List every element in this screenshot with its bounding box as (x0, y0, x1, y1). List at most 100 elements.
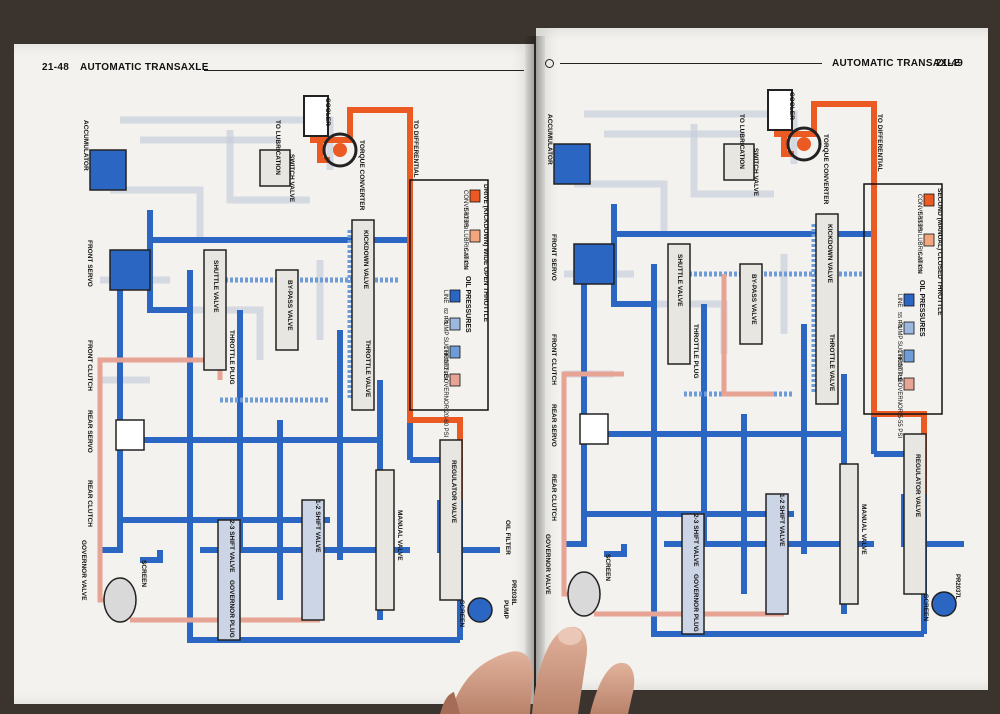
ghost-passage (574, 180, 668, 234)
accumulator-label: ACCUMULATOR (546, 114, 553, 165)
figure-id-label: PR2037L (954, 574, 960, 600)
governor-plug-label: GOVERNOR PLUG (692, 574, 699, 632)
legend-row-name: THROTTLE (896, 350, 902, 382)
front-servo-label: FRONT SERVO (550, 234, 557, 281)
line-pressure-passage (187, 270, 460, 643)
switch-valve-label: SWITCH VALVE (288, 154, 295, 203)
legend-swatch (923, 233, 935, 247)
2-3-shift-valve-body (681, 513, 705, 635)
throttle-plug-label: THROTTLE PLUG (228, 330, 235, 385)
regulator-valve-label: REGULATOR VALVE (450, 460, 457, 524)
left-section-title: AUTOMATIC TRANSAXLE (80, 62, 209, 73)
legend-row-value: 0 PSI (896, 368, 902, 382)
shuttle-valve-body (667, 243, 691, 365)
rear-servo-label: REAR SERVO (86, 410, 93, 453)
accumulator-body (553, 143, 591, 185)
torque-converter-core (797, 137, 811, 151)
manual-valve-label: MANUAL VALVE (396, 510, 403, 561)
shuttle-valve-label: SHUTTLE VALVE (676, 254, 683, 307)
legend-title: OIL PRESSURES (464, 276, 471, 333)
governor-valve-body (103, 577, 137, 623)
ghost-passage (110, 186, 204, 240)
screen-bottom-label: SCREEN (458, 600, 465, 627)
manual-valve-body (375, 469, 395, 611)
pump-label: PUMP (502, 600, 509, 619)
regulator-valve-body (903, 433, 927, 595)
shuttle-valve-body (203, 249, 227, 371)
throttle-plug-label: THROTTLE PLUG (692, 324, 699, 379)
shift-1-2-label: 1-2 SHIFT VALVE (778, 494, 785, 547)
front-servo-label: FRONT SERVO (86, 240, 93, 287)
throttle-valve-label: THROTTLE VALVE (828, 334, 835, 392)
to-differential-label: TO DIFFERENTIAL (876, 114, 883, 172)
legend-swatch (903, 377, 915, 391)
line-pressure-passage (611, 234, 654, 307)
left-page-number: 21-48 (42, 62, 70, 73)
left-header-rule (204, 70, 524, 71)
governor-plug-label: GOVERNOR PLUG (228, 580, 235, 638)
1-2-shift-valve-body (765, 493, 789, 615)
rear-servo-body (579, 413, 609, 445)
ghost-passage (120, 116, 334, 170)
legend-row-name: LINE (896, 294, 902, 307)
legend-row-name: PUMP SUCTION (442, 318, 448, 364)
converter-passage (310, 107, 413, 190)
line-pressure-passage (100, 280, 123, 553)
governor-passage (721, 274, 774, 397)
shift-2-3-label: 2-3 SHIFT VALVE (692, 514, 699, 567)
legend-row-name: PUMP SUCTION (896, 322, 902, 368)
legend-row-value: 5-82 PSI (462, 208, 468, 230)
legend-swatch (903, 293, 915, 307)
legend-title: OIL PRESSURES (918, 280, 925, 337)
accumulator-label: ACCUMULATOR (82, 120, 89, 171)
legend-row-name: LINE (442, 290, 448, 303)
legend-row-name: LUBRICATION (462, 230, 468, 270)
cooler-symbol (303, 95, 329, 137)
legend-row-value: 82 PSI (442, 364, 448, 381)
front-servo-body (109, 249, 151, 291)
torque-converter-core (333, 143, 347, 157)
rear-clutch-label: REAR CLUTCH (550, 474, 557, 521)
oil-filter-label: OIL FILTER (504, 520, 511, 555)
front-clutch-label: FRONT CLUTCH (550, 334, 557, 385)
legend-row-value: 82 PSI (442, 308, 448, 325)
rear-servo-label: REAR SERVO (550, 404, 557, 447)
kickdown-valve-label: KICKDOWN VALVE (362, 230, 369, 290)
torque-converter-label: TORQUE CONVERTER (358, 140, 365, 211)
ghost-passage (226, 130, 310, 204)
switch-valve-label: SWITCH VALVE (752, 148, 759, 197)
legend-caption: DRIVE (KICKDOWN) WIDE OPEN THROTTLE (482, 184, 489, 323)
legend-box (409, 179, 489, 411)
legend-row-value: 5-30 PSI (916, 252, 922, 274)
governor-passage (561, 371, 624, 597)
figure-id-label: PR2038L (510, 580, 516, 606)
to-lubrication-label: TO LUBRICATION (738, 114, 745, 169)
shift-2-3-label: 2-3 SHIFT VALVE (228, 520, 235, 573)
legend-swatch (469, 229, 481, 243)
right-section-title: AUTOMATIC TRANSAXLE (832, 58, 961, 69)
shift-1-2-label: 1-2 SHIFT VALVE (314, 500, 321, 553)
right-header-rule (560, 63, 822, 64)
bypass-valve-label: BY-PASS VALVE (286, 280, 293, 331)
regulator-valve-body (439, 439, 463, 601)
legend-swatch (903, 349, 915, 363)
right-page-number: 21-49 (936, 58, 964, 69)
rear-servo-body (115, 419, 145, 451)
legend-swatch (903, 321, 915, 335)
torque-converter-label: TORQUE CONVERTER (822, 134, 829, 205)
legend-row-value: 55 PSI (896, 312, 902, 329)
legend-row-name: GOVERNOR 5-55 PSI (896, 378, 902, 438)
legend-row-name: CONVERTER (916, 194, 922, 232)
converter-passage (774, 101, 877, 184)
hand-photo (440, 626, 635, 714)
to-lubrication-label: TO LUBRICATION (274, 120, 281, 175)
pump-symbol (467, 597, 493, 623)
line-pressure-passage (140, 550, 163, 563)
cooler-label: COOLER (324, 98, 331, 126)
ghost-passage (690, 124, 774, 198)
legend-swatch (449, 289, 461, 303)
legend-swatch (449, 317, 461, 331)
screen-bottom-label: SCREEN (922, 594, 929, 621)
